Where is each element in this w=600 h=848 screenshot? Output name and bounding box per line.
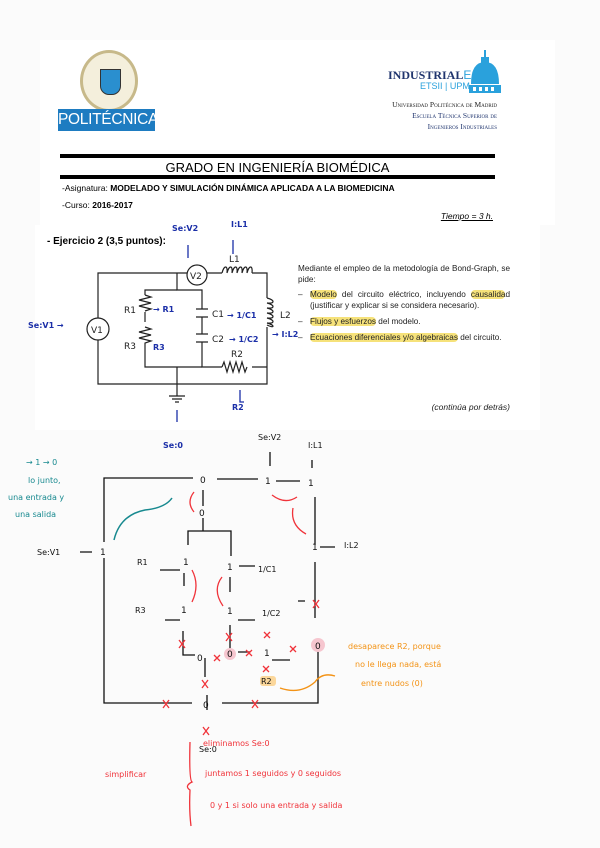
junction-0: 0 [315,642,321,652]
task-item: Ecuaciones diferenciales y/o algebraicas… [298,332,510,343]
simplify-step: juntamos 1 seguidos y 0 seguidos [205,769,342,778]
junction-1: 1 [312,543,318,553]
orange-note: no le llega nada, está [355,660,442,669]
r1-label: R1 [124,306,136,316]
teal-note: lo junto, [28,476,61,485]
etsii-upm-label: ETSII | UPM [420,81,470,91]
annotation-i-l1: I:L1 [231,220,248,229]
i-l1-label: I:L1 [308,441,323,450]
junction-0: 0 [227,650,233,660]
annotation-r3: R3 [153,343,165,352]
teal-note: una salida [15,510,57,519]
simplify-step: eliminamos Se:0 [203,739,270,748]
junction-1: 1 [100,548,106,558]
highlight-node [224,648,236,660]
simplify-step: 0 y 1 si solo una entrada y salida [210,801,343,810]
junction-0: 0 [199,509,205,519]
simplify-label: simplificar [105,770,147,779]
annotation-se-0: Se:0 [163,441,183,450]
junction-0: 0 [203,701,209,711]
v2-label: V2 [190,272,202,282]
school-name-1: Escuela Técnica Superior de [412,111,497,120]
junction-1: 1 [227,607,233,617]
exercise-title: - Ejercicio 2 (3,5 puntos): [47,236,166,247]
r2-label: R2 [261,677,272,686]
i-l2-label: I:L2 [344,541,359,550]
cross-marks [162,599,320,736]
c1-label: 1/C1 [258,565,276,574]
annotation-se-v1: Se:V1 → [28,321,64,330]
annotation-i-l2: → I:L2 [272,330,299,339]
asignatura-line: -Asignatura: MODELADO Y SIMULACIÓN DINÁM… [62,183,395,193]
brace-icon [186,741,194,827]
r3-label: R3 [135,606,146,615]
junction-1: 1 [265,477,271,487]
teal-note: → 1 → 0 [26,458,58,467]
university-name: Universidad Politécnica de Madrid [392,100,497,109]
junction-1: 1 [264,649,270,659]
se-v2-label: Se:V2 [258,433,281,442]
junction-1: 1 [183,558,189,568]
task-item: Flujos y esfuerzos del modelo. [298,316,510,327]
voltage-source-v1 [86,317,110,341]
exercise-area [35,225,540,430]
divider [60,175,495,179]
school-name-2: Ingenieros Industriales [427,122,497,131]
curso-line: -Curso: 2016-2017 [62,200,133,210]
junction-1: 1 [181,606,187,616]
teal-note: una entrada y [8,493,65,502]
task-item: Modelo del circuito eléctrico, incluyend… [298,289,510,311]
c2-label: 1/C2 [262,609,280,618]
junction-1: 1 [308,479,314,489]
annotation-se-v2: Se:V2 [172,224,199,233]
time-limit: Tiempo = 3 h. [440,211,493,221]
l2-label: L2 [280,311,291,321]
bond-graph: 0 1 1 0 1 1 1 1 1 1 0 0 1 0 0 Se:V2 I:L1… [37,433,359,754]
v1-label: V1 [91,326,103,336]
annotation-r2: R2 [232,403,244,412]
se-v1-label: Se:V1 [37,548,60,557]
causality-arrows [189,491,307,607]
junction-1: 1 [227,563,233,573]
c2-label: C2 [212,335,224,345]
se-0-label: Se:0 [199,745,217,754]
highlight-node [311,638,325,652]
highlight-r2 [260,676,276,686]
voltage-source-v2 [186,264,208,286]
r3-label: R3 [124,342,136,352]
junction-0: 0 [200,476,206,486]
r2-label: R2 [231,350,243,360]
politecnica-logo: POLITÉCNICA [58,109,158,131]
exercise-instructions: Mediante el empleo de la metodología de … [298,263,510,348]
orange-note: entre nudos (0) [361,679,423,688]
orange-note: desaparece R2, porque [348,642,441,651]
junction-0: 0 [197,654,203,664]
orange-arrow [279,674,336,692]
continue-note: (continúa por detrás) [431,402,510,412]
teal-arrow [113,497,173,541]
annotation-c2: → 1/C2 [229,335,259,344]
intro-text: Mediante el empleo de la metodología de … [298,264,510,284]
annotation-r1: → R1 [153,305,175,314]
circuit-diagram: V1 V2 L1 L2 R1 R3 R2 C1 C2 [86,240,291,422]
l1-label: L1 [229,255,240,265]
page-title: GRADO EN INGENIERÍA BIOMÉDICA [165,160,390,175]
c1-label: C1 [212,310,224,320]
divider [60,154,495,158]
annotation-c1: → 1/C1 [227,311,257,320]
r1-label: R1 [137,558,148,567]
dome-icon [469,50,501,93]
